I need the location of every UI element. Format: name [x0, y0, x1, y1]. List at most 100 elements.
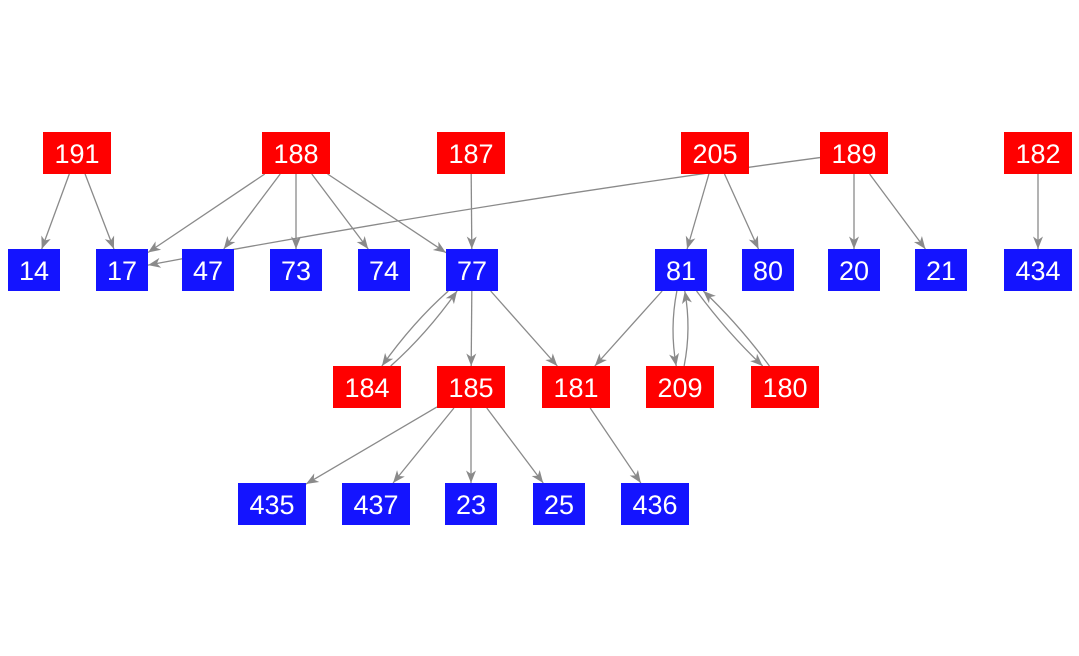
edge-187-77 — [466, 173, 477, 250]
graph-node-434[interactable]: 434 — [1004, 249, 1072, 291]
node-box[interactable] — [915, 249, 967, 291]
graph-node-189[interactable]: 189 — [820, 132, 888, 174]
graph-node-74[interactable]: 74 — [358, 249, 410, 291]
node-label: 436 — [632, 490, 677, 520]
node-label: 14 — [19, 256, 49, 286]
node-label: 185 — [448, 373, 493, 403]
graph-node-185[interactable]: 185 — [437, 366, 505, 408]
node-box[interactable] — [96, 249, 148, 291]
node-label: 21 — [926, 256, 956, 286]
node-box[interactable] — [542, 366, 610, 408]
graph-node-25[interactable]: 25 — [533, 483, 585, 525]
edge-191-14 — [41, 173, 70, 250]
graph-node-437[interactable]: 437 — [342, 483, 410, 525]
graph-node-188[interactable]: 188 — [262, 132, 330, 174]
edge-180-81 — [702, 290, 770, 367]
node-label: 191 — [54, 139, 99, 169]
graph-node-182[interactable]: 182 — [1004, 132, 1072, 174]
node-box[interactable] — [1004, 249, 1072, 291]
node-box[interactable] — [238, 483, 306, 525]
node-label: 23 — [456, 490, 486, 520]
node-label: 80 — [753, 256, 783, 286]
graph-node-17[interactable]: 17 — [96, 249, 148, 291]
node-label: 187 — [448, 139, 493, 169]
node-label: 205 — [692, 139, 737, 169]
node-box[interactable] — [43, 132, 111, 174]
node-box[interactable] — [437, 366, 505, 408]
node-label: 77 — [457, 256, 487, 286]
node-box[interactable] — [437, 132, 505, 174]
node-label: 25 — [544, 490, 574, 520]
node-label: 189 — [831, 139, 876, 169]
graph-node-47[interactable]: 47 — [182, 249, 234, 291]
graph-node-23[interactable]: 23 — [445, 483, 497, 525]
node-box[interactable] — [751, 366, 819, 408]
node-box[interactable] — [342, 483, 410, 525]
graph-node-181[interactable]: 181 — [542, 366, 610, 408]
node-box[interactable] — [533, 483, 585, 525]
edge-205-80 — [723, 173, 760, 250]
edge-77-184 — [381, 290, 449, 367]
node-box[interactable] — [820, 132, 888, 174]
node-box[interactable] — [445, 483, 497, 525]
graph-node-184[interactable]: 184 — [333, 366, 401, 408]
node-box[interactable] — [655, 249, 707, 291]
node-label: 184 — [344, 373, 389, 403]
node-box[interactable] — [742, 249, 794, 291]
graph-node-14[interactable]: 14 — [8, 249, 60, 291]
graph-node-77[interactable]: 77 — [446, 249, 498, 291]
node-label: 20 — [839, 256, 869, 286]
node-label: 181 — [553, 373, 598, 403]
node-box[interactable] — [182, 249, 234, 291]
node-box[interactable] — [681, 132, 749, 174]
node-label: 437 — [353, 490, 398, 520]
node-label: 188 — [273, 139, 318, 169]
graph-node-191[interactable]: 191 — [43, 132, 111, 174]
graph-node-21[interactable]: 21 — [915, 249, 967, 291]
node-label: 17 — [107, 256, 137, 286]
graph-node-436[interactable]: 436 — [621, 483, 689, 525]
edge-185-25 — [486, 407, 544, 484]
graph-node-205[interactable]: 205 — [681, 132, 749, 174]
node-box[interactable] — [828, 249, 880, 291]
edge-188-17 — [147, 173, 266, 254]
node-label: 81 — [666, 256, 696, 286]
node-box[interactable] — [358, 249, 410, 291]
graph-node-20[interactable]: 20 — [828, 249, 880, 291]
node-box[interactable] — [262, 132, 330, 174]
edge-184-77 — [390, 290, 458, 367]
edge-77-181 — [490, 290, 558, 367]
node-label: 209 — [657, 373, 702, 403]
edge-81-180 — [696, 290, 764, 367]
node-box[interactable] — [1004, 132, 1072, 174]
edge-188-74 — [311, 173, 369, 250]
node-box[interactable] — [333, 366, 401, 408]
node-box[interactable] — [8, 249, 60, 291]
graph-node-80[interactable]: 80 — [742, 249, 794, 291]
node-label: 435 — [249, 490, 294, 520]
node-box[interactable] — [270, 249, 322, 291]
edge-185-437 — [392, 407, 455, 484]
edge-81-181 — [594, 290, 663, 367]
graph-node-180[interactable]: 180 — [751, 366, 819, 408]
graph-node-435[interactable]: 435 — [238, 483, 306, 525]
node-label: 73 — [281, 256, 311, 286]
node-box[interactable] — [646, 366, 714, 408]
node-label: 434 — [1015, 256, 1060, 286]
edge-77-185 — [466, 290, 477, 367]
node-label: 74 — [369, 256, 399, 286]
node-box[interactable] — [621, 483, 689, 525]
edges-layer — [41, 156, 1043, 485]
graph-node-81[interactable]: 81 — [655, 249, 707, 291]
edge-185-435 — [305, 406, 438, 485]
graph-node-73[interactable]: 73 — [270, 249, 322, 291]
edge-188-77 — [327, 173, 447, 254]
graph-node-187[interactable]: 187 — [437, 132, 505, 174]
node-box[interactable] — [446, 249, 498, 291]
edge-209-81 — [682, 290, 692, 367]
edge-81-209 — [669, 290, 679, 367]
edge-205-81 — [685, 173, 710, 250]
graph-node-209[interactable]: 209 — [646, 366, 714, 408]
